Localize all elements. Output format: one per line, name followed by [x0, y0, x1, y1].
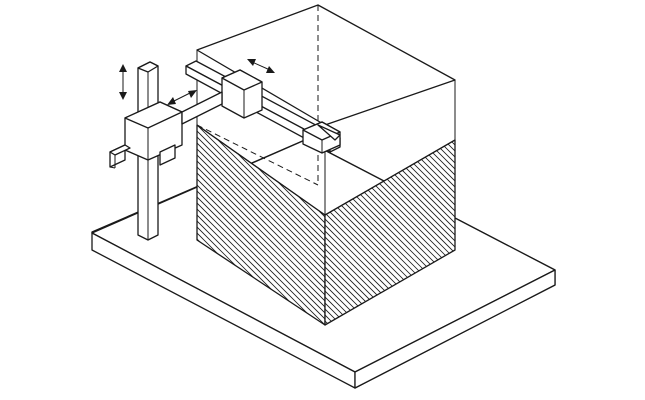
hatch-line [325, 140, 377, 325]
hatch-line [620, 100, 645, 360]
hatch-line [572, 100, 645, 360]
hatch-line [500, 100, 645, 360]
hatch-line [325, 140, 455, 325]
hatch-line [568, 100, 645, 360]
hatch-line [542, 100, 645, 360]
hatch-line [520, 100, 645, 360]
probe-tip [302, 121, 341, 154]
hatch-line [0, 100, 60, 360]
hatch-line [614, 100, 645, 360]
hatch-line [0, 100, 78, 360]
hatch-line [496, 100, 645, 360]
hatch-line [470, 100, 645, 360]
hatch-line [197, 125, 325, 325]
hatch-line [554, 100, 645, 360]
hatch-line [325, 140, 455, 325]
hatch-line [550, 100, 645, 360]
hatch-line [514, 100, 645, 360]
hatch-line [566, 100, 645, 360]
hatch-line [197, 125, 325, 325]
hatch-line [197, 125, 325, 325]
hatch-line [325, 140, 455, 325]
arm-slider [221, 69, 263, 119]
hatch-line [0, 100, 90, 360]
hatch-line [596, 100, 645, 360]
hatch-line [197, 125, 325, 325]
hatch-line [526, 100, 645, 360]
hatch-line [197, 125, 325, 325]
hatch-line [632, 100, 645, 360]
hatch-line [472, 100, 645, 360]
hatch-line [482, 100, 645, 360]
hatch-line [197, 125, 325, 325]
hatch-line [556, 100, 645, 360]
hatch-line [325, 140, 383, 325]
hatch-line [562, 100, 645, 360]
hatch-line [536, 100, 645, 360]
hatch-line [478, 100, 645, 360]
hatch-line [494, 100, 645, 360]
hatch-line [578, 100, 645, 360]
hatch-line [197, 125, 325, 325]
hatch-line [598, 100, 645, 360]
hatch-line [560, 100, 645, 360]
hatch-line [409, 140, 455, 325]
lower-bar [109, 144, 176, 169]
hatch-line [197, 125, 325, 325]
hatch-line [506, 100, 645, 360]
hatch-line [197, 125, 325, 325]
hatch-line [532, 100, 645, 360]
hatch-line [484, 100, 645, 360]
hatch-line [466, 100, 645, 360]
hatch-line [524, 100, 645, 360]
hatch-line [548, 100, 645, 360]
hatch-line [0, 100, 96, 360]
hatch-line [464, 100, 645, 360]
hatch-line [584, 100, 645, 360]
hatch-line [0, 100, 102, 360]
arm-connector [181, 91, 223, 125]
hatch-line [476, 100, 645, 360]
y-axis-arrow [247, 59, 275, 73]
hatch-line [592, 100, 645, 360]
z-axis-arrow [119, 64, 127, 100]
hatch-line [325, 140, 455, 325]
hatch-line [530, 100, 645, 360]
column-carriage [124, 101, 183, 161]
hatch-line [0, 100, 84, 360]
hatch-line [197, 125, 325, 325]
hatch-line [586, 100, 645, 360]
hatch-line [502, 100, 645, 360]
hatch-line [574, 100, 645, 360]
hatch-line [0, 100, 66, 360]
hatch-line [325, 140, 455, 325]
hatch-line [608, 100, 645, 360]
hatch-line [512, 100, 645, 360]
hatch-line [325, 140, 455, 325]
hatch-line [0, 100, 72, 360]
hatch-line [197, 125, 325, 325]
hatch-line [325, 140, 455, 325]
x-axis-arrow [167, 90, 197, 105]
hatch-line [518, 100, 645, 360]
hatch-line [626, 100, 645, 360]
hatch-line [544, 100, 645, 360]
hatch-line [197, 125, 325, 325]
hatch-line [197, 125, 325, 325]
hatch-line [488, 100, 645, 360]
hatch-line [0, 100, 108, 360]
hatch-line [325, 140, 371, 325]
hatch-line [490, 100, 645, 360]
hatch-line [460, 100, 645, 360]
hatch-line [197, 125, 325, 325]
hatch-line [602, 100, 645, 360]
hatch-line [590, 100, 645, 360]
hatch-line [638, 100, 645, 360]
hatch-line [508, 100, 645, 360]
hatch-line [538, 100, 645, 360]
hatch-line [580, 100, 645, 360]
